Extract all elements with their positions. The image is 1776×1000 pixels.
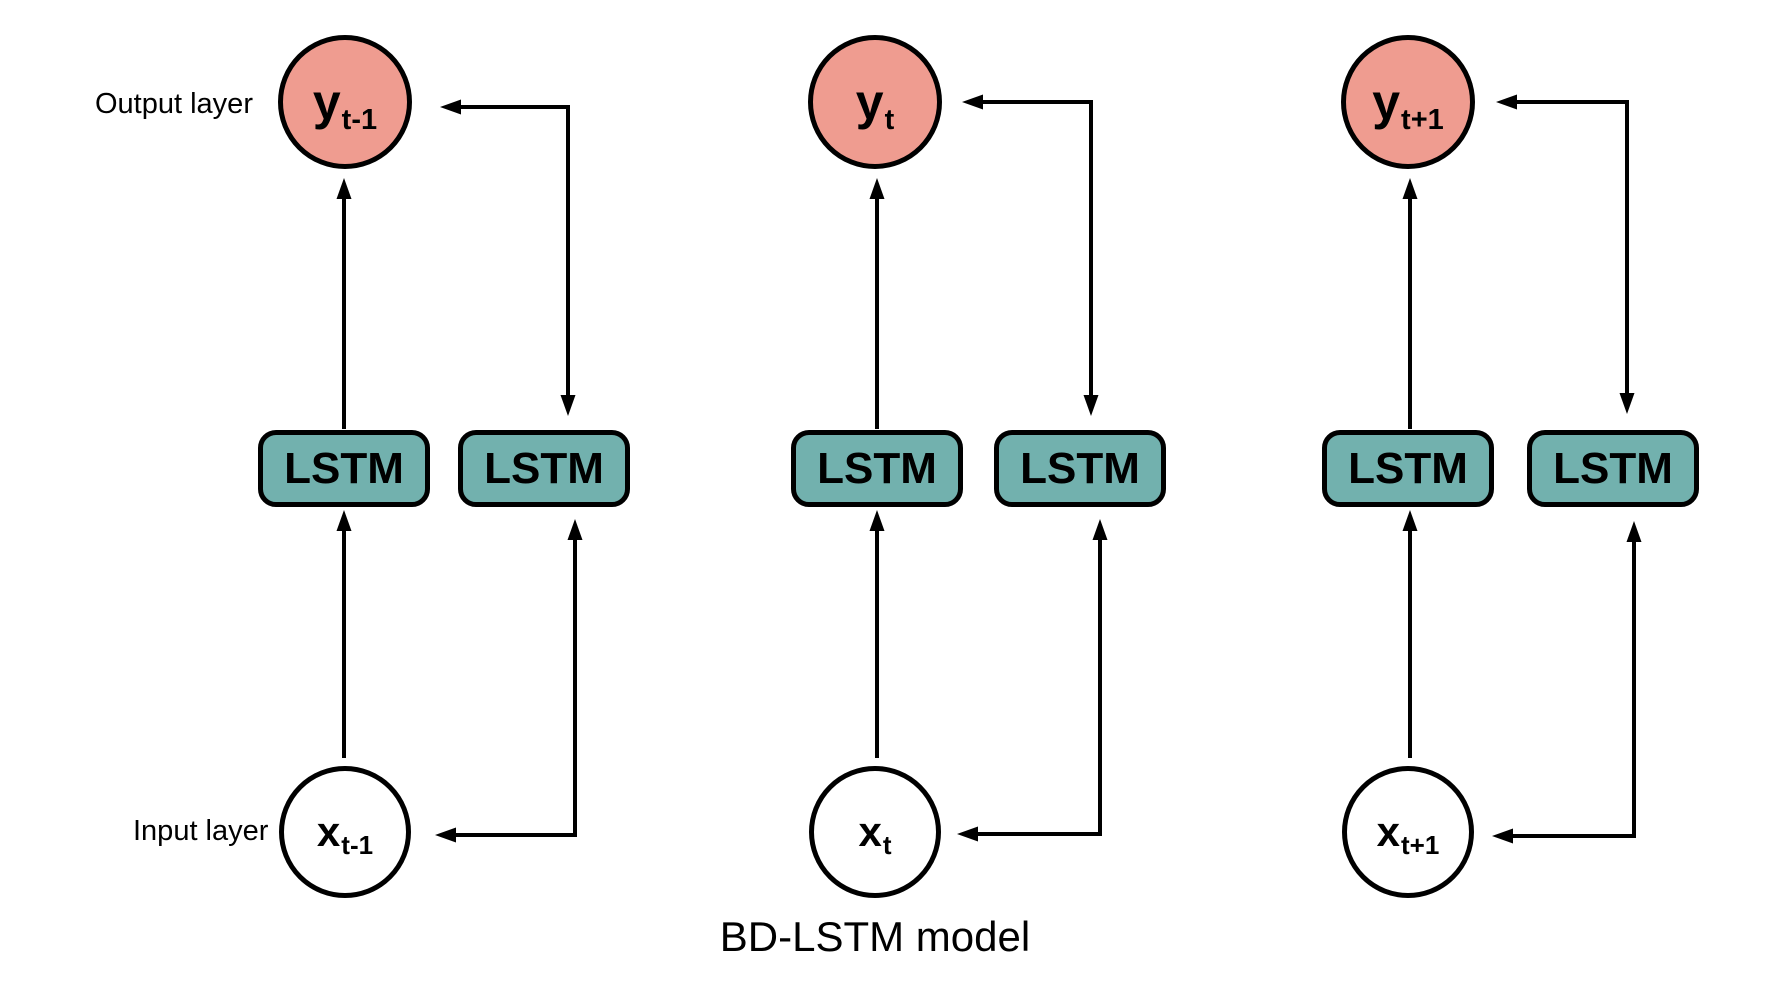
arrow-input-to-forward-lstm-head xyxy=(869,510,885,531)
arrow-elbow-bottom-line xyxy=(1511,542,1636,838)
arrow-input-to-forward-lstm-head xyxy=(336,510,352,531)
arrows-col-t-plus-1 xyxy=(1402,94,1642,844)
arrow-forward-lstm-to-output-head xyxy=(336,178,352,199)
backward-lstm-t-plus-1: LSTM xyxy=(1527,430,1699,507)
forward-lstm-t-minus-1: LSTM xyxy=(258,430,430,507)
arrow-elbow-top-left-head xyxy=(1496,94,1517,110)
input-layer-label: Input layer xyxy=(133,815,269,847)
arrow-forward-lstm-to-output-head xyxy=(1402,178,1418,199)
arrow-elbow-top-line xyxy=(981,100,1093,396)
arrow-elbow-top-down-head xyxy=(1083,395,1099,416)
arrow-elbow-top-line xyxy=(459,105,570,396)
forward-lstm-t: LSTM xyxy=(791,430,963,507)
arrow-elbow-bottom-up-head xyxy=(1626,521,1642,542)
backward-lstm-t-minus-1: LSTM xyxy=(458,430,630,507)
arrows-col-t xyxy=(869,94,1108,842)
arrow-forward-lstm-to-output-head xyxy=(869,178,885,199)
output-layer-label: Output layer xyxy=(95,88,253,120)
arrows-col-t-1 xyxy=(336,99,583,843)
arrow-elbow-bottom-up-head xyxy=(567,519,583,540)
arrow-elbow-bottom-up-head xyxy=(1092,519,1108,540)
arrow-elbow-bottom-left-head xyxy=(435,827,456,843)
arrow-elbow-bottom-line xyxy=(454,540,577,837)
arrow-elbow-bottom-left-head xyxy=(1492,828,1513,844)
arrow-elbow-top-left-head xyxy=(962,94,983,110)
arrow-elbow-top-down-head xyxy=(560,395,576,416)
diagram-caption: BD-LSTM model xyxy=(719,913,1031,960)
arrow-input-to-forward-lstm-head xyxy=(1402,510,1418,531)
arrow-elbow-top-left-head xyxy=(440,99,461,115)
backward-lstm-t: LSTM xyxy=(994,430,1166,507)
forward-lstm-t-plus-1: LSTM xyxy=(1322,430,1494,507)
arrow-elbow-top-line xyxy=(1515,100,1629,394)
arrow-elbow-bottom-line xyxy=(976,540,1102,836)
arrow-elbow-bottom-left-head xyxy=(957,826,978,842)
arrow-elbow-top-down-head xyxy=(1619,393,1635,414)
